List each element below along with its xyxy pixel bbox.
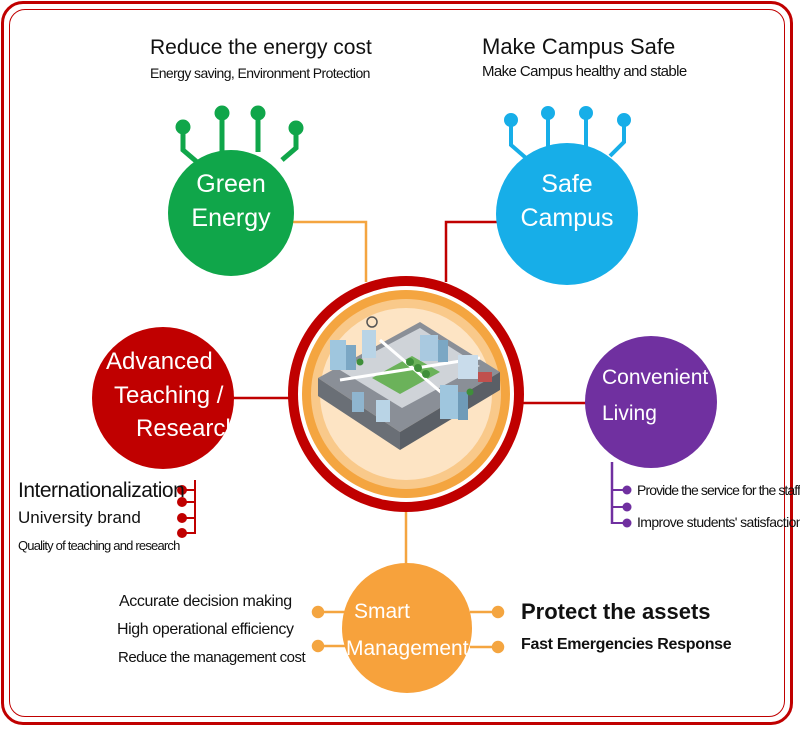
safe-campus-label-line2: Campus <box>520 203 614 232</box>
center-connectors <box>230 220 586 565</box>
green-energy-label: Green Energy <box>181 168 281 236</box>
safe-campus-circle <box>496 143 638 285</box>
smart-management-right-item-2: Fast Emergencies Response <box>521 636 732 653</box>
convenient-living-label: Convenient Living <box>602 360 712 431</box>
safe-campus-subtitle: Make Campus healthy and stable <box>482 63 687 80</box>
convenient-living-label-line1: Convenient <box>602 366 709 389</box>
convenient-living-label-line2: Living <box>602 401 657 425</box>
smart-management-label: Smart Management <box>346 594 476 668</box>
advanced-teaching-label-line2: Teaching / <box>114 381 224 409</box>
convenient-living-bullets <box>610 462 632 528</box>
smart-management-left-item-3: Reduce the management cost <box>118 649 306 666</box>
advanced-teaching-item-2: University brand <box>18 508 141 527</box>
advanced-teaching-label-line1: Advanced <box>106 348 213 375</box>
green-energy-label-line2: Energy <box>191 203 271 232</box>
convenient-living-circle <box>585 336 717 468</box>
green-energy-label-line1: Green <box>196 170 266 198</box>
smart-management-left-item-1: Accurate decision making <box>119 593 292 610</box>
smart-management-left-item-2: High operational efficiency <box>117 621 294 638</box>
safe-campus-label-line1: Safe <box>541 170 593 198</box>
inner-frame <box>9 9 785 717</box>
smart-management-bullets <box>311 605 505 654</box>
green-energy-title: Reduce the energy cost <box>150 36 372 59</box>
advanced-teaching-item-1: Internationalization <box>18 479 185 502</box>
green-energy-circuit <box>175 105 304 164</box>
safe-campus-title: Make Campus Safe <box>482 34 676 59</box>
connector-safe-campus <box>444 220 500 282</box>
advanced-teaching-label: Advanced Teaching / Research <box>98 345 239 446</box>
convenient-living-item-2: Improve students' satisfaction <box>637 514 800 530</box>
advanced-teaching-item-3: Quality of teaching and research <box>18 538 180 553</box>
connector-green-energy <box>260 220 368 282</box>
smart-management-label-line1: Smart <box>354 600 411 623</box>
convenient-living-item-1: Provide the service for the staff <box>637 482 800 498</box>
safe-campus-circuit <box>504 106 631 160</box>
smart-management-right-item-1: Protect the assets <box>521 599 711 624</box>
green-energy-subtitle: Energy saving, Environment Protection <box>150 65 370 81</box>
advanced-teaching-circle <box>92 327 234 469</box>
advanced-teaching-bullets <box>177 480 196 538</box>
advanced-teaching-label-line3: Research <box>136 415 239 443</box>
safe-campus-label: Safe Campus <box>507 168 627 236</box>
campus-city-illustration <box>318 316 500 450</box>
smart-management-label-line2: Management <box>346 636 469 660</box>
smart-management-circle <box>342 563 472 693</box>
green-energy-circle <box>168 150 294 276</box>
